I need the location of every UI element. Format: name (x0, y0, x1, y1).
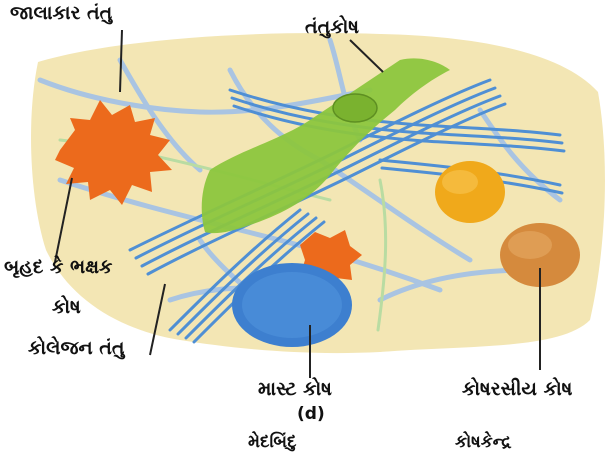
fat-cell-highlight (442, 170, 478, 194)
label-macrophage-line1: બૃહદ કે ભક્ષક (4, 256, 112, 278)
label-nucleus: કોષકેન્દ્ર (455, 432, 511, 452)
fat-cell (435, 161, 505, 223)
label-fat-droplet: મેદબિંદુ (248, 432, 297, 452)
label-mast-cell: માસ્ટ કોષ (258, 378, 332, 400)
label-macrophage-line2: કોષ (52, 296, 81, 318)
fibroblast-nucleus (333, 94, 377, 122)
subfigure-label: (d) (297, 404, 325, 424)
plasma-cell-highlight (508, 231, 552, 259)
label-plasma-cell: કોષરસીય કોષ (462, 378, 572, 400)
label-fibroblast: તંતુકોષ (305, 16, 359, 38)
label-reticular-fiber: જાલાકાર તંતુ (10, 2, 112, 24)
label-collagen-fiber: કોલેજન તંતુ (28, 337, 124, 359)
mast-cell-granules (242, 272, 342, 338)
